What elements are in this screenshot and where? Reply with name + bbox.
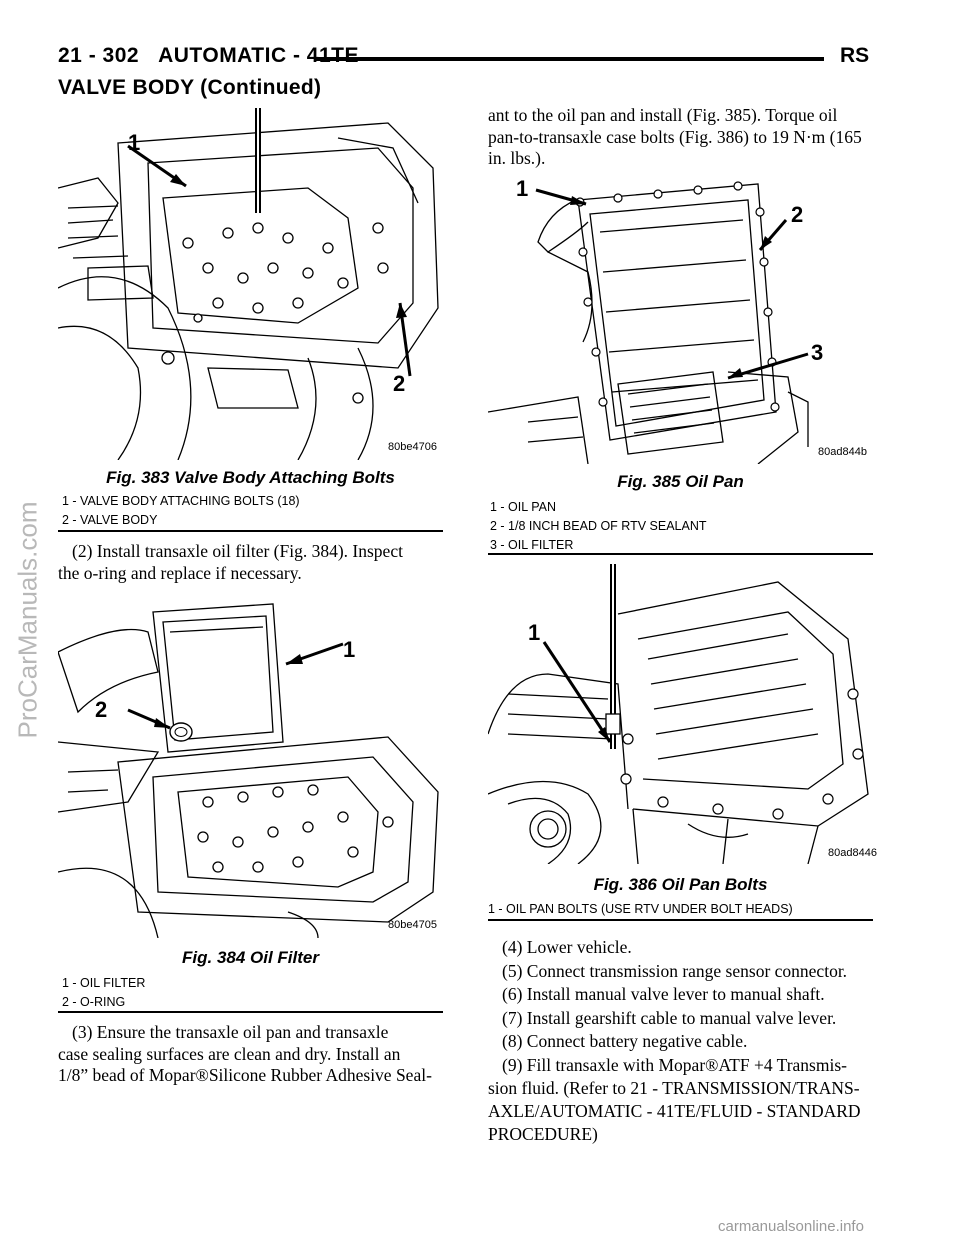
fig384-image-code: 80be4705	[388, 919, 437, 931]
step-6: (6) Install manual valve lever to manual…	[502, 984, 825, 1004]
fig386-caption: Fig. 386 Oil Pan Bolts	[593, 875, 768, 894]
fig384-legend: 1 - OIL FILTER 2 - O-RING	[62, 974, 145, 1012]
fig383-image-code: 80be4706	[388, 441, 437, 453]
fig386-callout-1: 1	[528, 620, 541, 645]
step-3-continued: ant to the oil pan and install (Fig. 385…	[488, 105, 862, 168]
fig385-callout-1: 1	[516, 176, 529, 201]
section-title: VALVE BODY (Continued)	[58, 76, 322, 99]
legend-item: 1 - OIL FILTER	[62, 976, 146, 990]
step-4: (4) Lower vehicle.	[502, 937, 632, 957]
fig386-legend: 1 - OIL PAN BOLTS (USE RTV UNDER BOLT HE…	[488, 900, 793, 919]
step-3-paragraph: (3) Ensure the transaxle oil pan and tra…	[58, 1022, 432, 1085]
page-number: 21 - 302	[58, 44, 140, 67]
legend-item: 1 - OIL PAN BOLTS (USE RTV UNDER BOLT HE…	[488, 902, 793, 916]
header-rule	[316, 57, 824, 61]
valve-body-drawing	[57, 108, 439, 461]
legend-item: 2 - 1/8 INCH BEAD OF RTV SEALANT	[490, 519, 707, 533]
legend-item: 2 - VALVE BODY	[62, 513, 158, 527]
legend-item: 1 - VALVE BODY ATTACHING BOLTS (18)	[62, 494, 300, 508]
fig383-callout-1: 1	[128, 130, 141, 155]
step-8: (8) Connect battery negative cable.	[502, 1031, 748, 1051]
fig383-caption: Fig. 383 Valve Body Attaching Bolts	[106, 468, 395, 487]
fig383-callout-2: 2	[393, 371, 406, 396]
fig383-illustration: 1 2 80be4706	[57, 108, 443, 461]
fig384-illustration: 1 2 80be4705	[57, 592, 443, 939]
step-7: (7) Install gearshift cable to manual va…	[502, 1007, 837, 1028]
step-2-paragraph: (2) Install transaxle oil filter (Fig. 3…	[58, 541, 403, 583]
fig386-illustration: 1 80ad8446	[487, 564, 877, 865]
fig386-divider	[488, 919, 873, 921]
side-watermark: ProCarManuals.com	[12, 501, 43, 739]
fig385-callout-3: 3	[811, 340, 824, 365]
fig385-callout-2: 2	[791, 202, 804, 227]
fig383-legend: 1 - VALVE BODY ATTACHING BOLTS (18) 2 - …	[62, 492, 300, 530]
chapter-title: AUTOMATIC - 41TE	[158, 44, 359, 67]
steps-4-to-9: (4) Lower vehicle. (5) Connect transmiss…	[488, 936, 873, 1146]
fig384-callout-1: 1	[343, 637, 356, 662]
legend-item: 2 - O-RING	[62, 995, 126, 1009]
step-9: (9) Fill transaxle with Mopar®ATF +4 Tra…	[488, 1054, 861, 1144]
oil-pan-bolts-drawing	[487, 564, 869, 865]
fig384-callout-2: 2	[95, 697, 108, 722]
fig385-caption: Fig. 385 Oil Pan	[617, 472, 744, 491]
page-header-title: 21 - 302 AUTOMATIC - 41TE	[58, 44, 359, 68]
step-5: (5) Connect transmission range sensor co…	[502, 960, 848, 981]
oil-filter-drawing	[57, 603, 439, 939]
legend-item: 1 - OIL PAN	[490, 500, 556, 514]
fig384-divider	[58, 1011, 443, 1013]
fig385-illustration: 1 2 3 80ad844b	[487, 172, 873, 465]
footer-site: carmanualsonline.info	[718, 1218, 864, 1235]
header-model-code: RS	[840, 44, 870, 67]
fig386-image-code: 80ad8446	[828, 847, 877, 859]
fig385-divider	[488, 553, 873, 555]
fig383-divider	[58, 530, 443, 532]
fig384-caption: Fig. 384 Oil Filter	[182, 948, 319, 967]
legend-item: 3 - OIL FILTER	[490, 538, 574, 552]
oil-pan-drawing	[487, 181, 809, 465]
fig385-image-code: 80ad844b	[818, 446, 867, 458]
fig385-legend: 1 - OIL PAN 2 - 1/8 INCH BEAD OF RTV SEA…	[490, 498, 707, 555]
